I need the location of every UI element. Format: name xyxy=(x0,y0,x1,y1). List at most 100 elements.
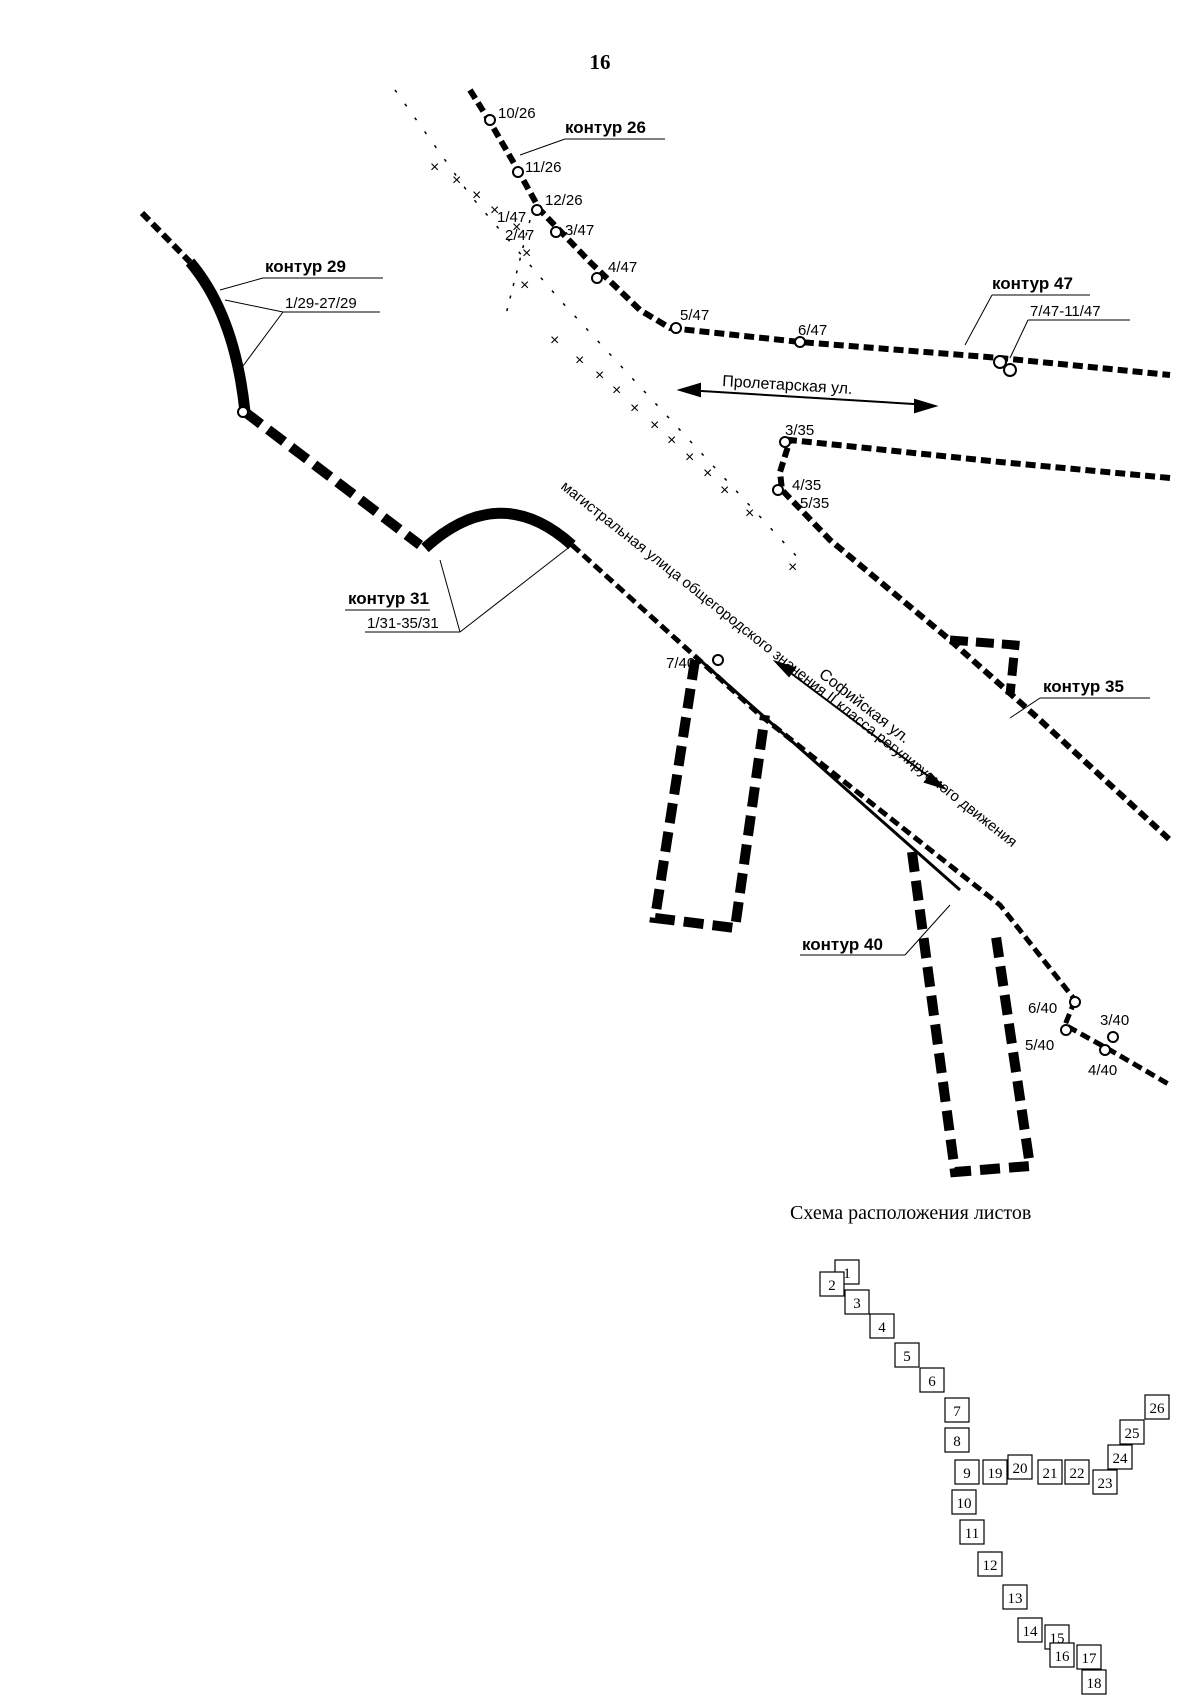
sheet-box xyxy=(944,1397,970,1423)
label-contour-40: контур 40 xyxy=(802,935,883,954)
sheet-number: 14 xyxy=(1023,1624,1039,1640)
arc-contour-29 xyxy=(185,258,251,413)
fence-x-marker: × xyxy=(430,159,439,176)
sheet-box xyxy=(951,1489,977,1515)
label-point: 4/35 xyxy=(792,477,821,494)
label-point: 6/40 xyxy=(1028,1000,1057,1017)
sheet-number: 21 xyxy=(1043,1466,1058,1482)
sheet-number: 17 xyxy=(1082,1651,1098,1667)
fence-x-marker: × xyxy=(520,277,529,294)
fence-x-marker: × xyxy=(595,367,604,384)
sheet-number: 20 xyxy=(1013,1461,1028,1477)
sheet-number: 13 xyxy=(1008,1591,1023,1607)
label-point: 1/47 xyxy=(497,209,526,226)
sheet-box xyxy=(1092,1469,1118,1495)
sheet-number: 18 xyxy=(1087,1676,1102,1692)
sheet-number: 24 xyxy=(1113,1451,1129,1467)
boundary-contour-26 xyxy=(467,88,1171,378)
boundary-contour-29 xyxy=(139,210,193,265)
sheet-layout-title: Схема расположения листов xyxy=(790,1202,1032,1224)
fence-x-marker: × xyxy=(472,187,481,204)
point-markers xyxy=(237,114,1119,1056)
street-label-arterial: магистральная улица общегородского значе… xyxy=(558,478,1021,851)
sheet-number: 1 xyxy=(843,1266,851,1282)
street-arrow-proletarskaya xyxy=(684,389,931,406)
label-point: 5/40 xyxy=(1025,1037,1054,1054)
label-contour-26: контур 26 xyxy=(565,118,646,137)
fence-x-marker: × xyxy=(630,400,639,417)
label-point: 11/26 xyxy=(525,159,561,176)
label-point: 2/47 xyxy=(505,227,534,244)
sheet-box xyxy=(894,1342,920,1368)
boundary-contour-35 xyxy=(776,436,1173,843)
fence-x-marker: × xyxy=(650,417,659,434)
sheet-box xyxy=(1049,1642,1075,1668)
street-arrow-sofiyskaya xyxy=(779,664,941,786)
boundary-contour-40-tail xyxy=(1061,999,1172,1088)
sheet-box xyxy=(869,1313,895,1339)
boundary-contour-31-link xyxy=(241,408,424,549)
sheet-box xyxy=(1007,1454,1033,1480)
sheet-box xyxy=(844,1289,870,1315)
rect-contour-40-a xyxy=(649,659,770,934)
label-point: 7/40 xyxy=(666,655,695,672)
sheet-number: 11 xyxy=(965,1526,979,1542)
label-point: 3/40 xyxy=(1100,1012,1129,1029)
label-contour-31: контур 31 xyxy=(348,589,429,608)
label-contour-29: контур 29 xyxy=(265,257,346,276)
arc-contour-31 xyxy=(421,507,576,553)
label-point: 6/47 xyxy=(798,322,827,339)
fence-x-marker: × xyxy=(720,482,729,499)
label-point: 12/26 xyxy=(545,192,583,209)
sheet-number: 10 xyxy=(957,1496,972,1512)
fence-x-markers: ××××××××××××××××××× xyxy=(430,159,797,576)
sheet-number: 16 xyxy=(1055,1649,1071,1665)
sheet-number: 19 xyxy=(988,1466,1003,1482)
fence-x-marker: × xyxy=(490,202,499,219)
fence-x-marker: × xyxy=(703,465,712,482)
sheet-box xyxy=(1076,1644,1102,1670)
sheet-box xyxy=(1144,1394,1170,1420)
label-point: 3/35 xyxy=(785,422,814,439)
label-point: 5/47 xyxy=(680,307,709,324)
fence-x-marker: × xyxy=(667,432,676,449)
sheet-number: 2 xyxy=(828,1278,836,1294)
sheet-box xyxy=(1002,1584,1028,1610)
fence-x-marker: × xyxy=(512,219,521,236)
label-contour-47: контур 47 xyxy=(992,274,1073,293)
rect-contour-40-b xyxy=(907,851,1036,1178)
label-point: 4/47 xyxy=(608,259,637,276)
sheet-box xyxy=(1064,1459,1090,1485)
leader-lines xyxy=(219,138,1150,956)
label-range-31: 1/31-35/31 xyxy=(367,615,439,632)
fence-x-marker: × xyxy=(575,352,584,369)
sheet-number: 9 xyxy=(963,1466,971,1482)
sheet-box xyxy=(819,1271,845,1297)
rect-contour-35 xyxy=(949,635,1020,696)
boundary-contour-40 xyxy=(570,543,1077,1002)
fence-x-marker: × xyxy=(745,505,754,522)
fence-line xyxy=(394,89,801,561)
fence-x-marker: × xyxy=(452,172,461,189)
sheet-box xyxy=(1107,1444,1133,1470)
sheet-number: 5 xyxy=(903,1349,911,1365)
sheet-box xyxy=(919,1367,945,1393)
sheet-number: 4 xyxy=(878,1320,886,1336)
sheet-box xyxy=(1081,1669,1107,1695)
label-point: 5/35 xyxy=(800,495,829,512)
label-range-47: 7/47-11/47 xyxy=(1030,303,1101,320)
sheet-number: 23 xyxy=(1098,1476,1113,1492)
sheet-number: 26 xyxy=(1150,1401,1166,1417)
fence-x-marker: × xyxy=(522,245,531,262)
sheet-number: 6 xyxy=(928,1374,936,1390)
sheet-box xyxy=(977,1551,1003,1577)
sheet-box xyxy=(1119,1419,1145,1445)
label-range-29: 1/29-27/29 xyxy=(285,295,357,312)
sheet-number: 3 xyxy=(853,1296,861,1312)
label-point: 10/26 xyxy=(498,105,536,122)
sheet-number: 7 xyxy=(953,1404,961,1420)
sheet-box xyxy=(944,1427,970,1453)
